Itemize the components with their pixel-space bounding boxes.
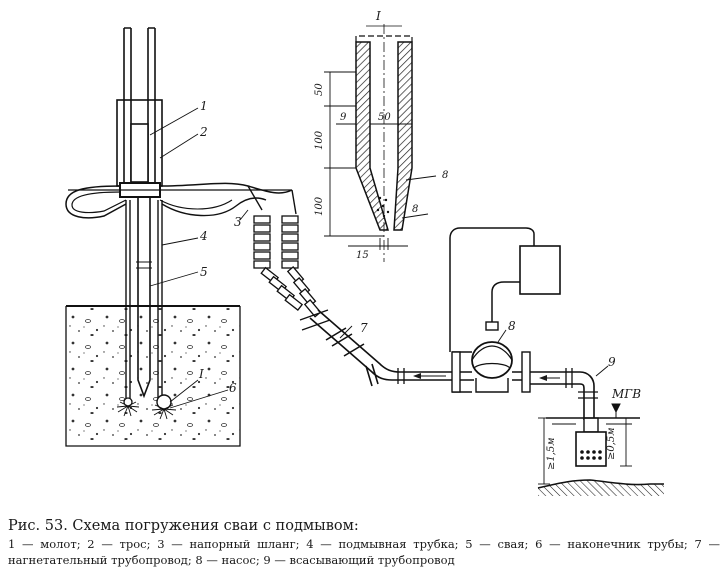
dim-tip: 15 <box>356 250 369 261</box>
pressure-hoses <box>247 185 322 318</box>
dim-50-top: 50 <box>314 83 325 96</box>
pump <box>449 227 561 393</box>
hammer <box>130 123 149 183</box>
dim-angle-1: 8 <box>442 170 448 181</box>
label-pipeline: 7 <box>360 321 368 335</box>
pump-casing <box>471 341 513 379</box>
discharge-pipeline <box>299 309 452 387</box>
dim-bore: 50 <box>378 112 391 123</box>
pile-driver-leads <box>123 27 156 190</box>
water-feed-line <box>449 227 535 352</box>
pile-assembly <box>65 27 293 420</box>
label-cable: 2 <box>199 125 208 139</box>
soil-boundary <box>65 306 241 447</box>
river-bed <box>537 479 664 496</box>
water-surface <box>546 403 640 425</box>
figure-caption: Рис. 53. Схема погружения сваи с подмыво… <box>8 517 720 568</box>
label-nozzle: 6 <box>229 381 237 395</box>
label-hammer: 1 <box>200 99 208 113</box>
depth-label-2: ≥0,5м <box>606 427 617 460</box>
pile <box>137 197 151 399</box>
feed-hose-right <box>159 182 293 194</box>
dim-wall: 9 <box>340 112 347 123</box>
detail-title: I <box>375 9 381 23</box>
pile-jetting-diagram: 1 2 3 4 5 I 6 <box>65 9 664 496</box>
feed-hose-left <box>65 185 127 219</box>
soil-body <box>66 306 240 446</box>
depth-label-1: ≥1,5м <box>546 437 557 470</box>
caption-legend: 1 — молот; 2 — трос; 3 — напорный шланг;… <box>8 537 720 567</box>
label-pile: 5 <box>200 265 208 279</box>
dim-100-low: 100 <box>314 196 325 216</box>
caption-title: Рис. 53. Схема погружения сваи с подмыво… <box>8 518 359 534</box>
suction-strainer <box>575 417 607 467</box>
water-jets <box>116 401 177 420</box>
label-hose: 3 <box>234 215 242 229</box>
ground-section <box>65 305 241 447</box>
nozzle-wall-right <box>393 41 413 231</box>
label-pump: 8 <box>508 319 516 333</box>
jet-tube-left <box>125 200 131 400</box>
label-detail-ref: I <box>198 367 204 381</box>
label-suction: 9 <box>608 355 616 369</box>
dim-angle-2: 8 <box>412 204 418 215</box>
nozzle-detail: 50 100 100 9 50 15 8 8 I <box>314 9 448 262</box>
dim-100-mid: 100 <box>314 130 325 150</box>
suction-pipe <box>530 365 609 420</box>
strainer-box <box>575 431 607 467</box>
label-jet-tube: 4 <box>199 229 208 243</box>
nozzle-wall-left <box>355 41 389 231</box>
jet-tube-right <box>157 200 163 400</box>
motor-box <box>519 245 561 295</box>
label-water-level: МГВ <box>611 387 641 401</box>
depth-dimensions <box>538 417 632 485</box>
label-leaders-left <box>149 107 249 409</box>
